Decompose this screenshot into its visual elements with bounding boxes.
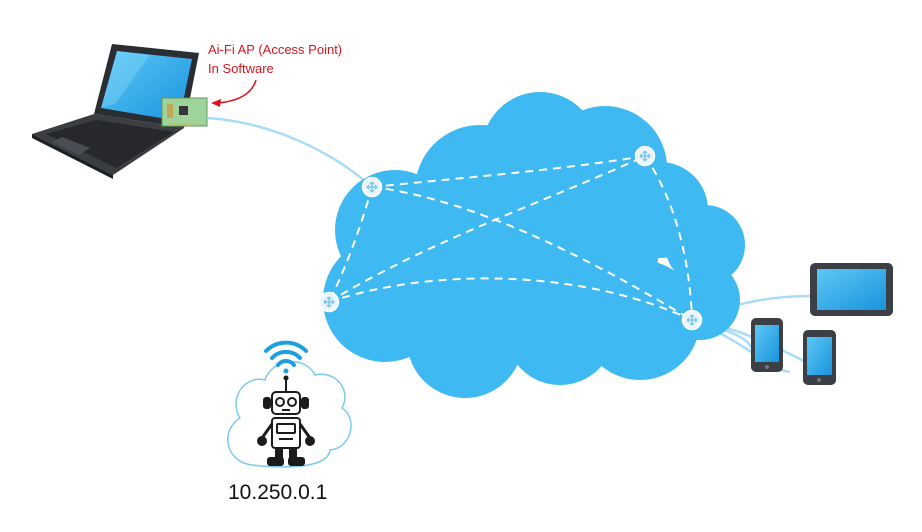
annotation-arrow bbox=[217, 79, 257, 104]
annotation-line-1: Ai-Fi AP (Access Point) bbox=[208, 42, 343, 57]
access-point-annotation: Ai-Fi AP (Access Point) In Software bbox=[208, 40, 342, 78]
tablet-icon bbox=[810, 263, 893, 316]
ip-address-label: 10.250.0.1 bbox=[228, 481, 328, 504]
router-node-icon bbox=[681, 309, 703, 331]
network-card-icon bbox=[161, 97, 208, 127]
wifi-icon bbox=[264, 340, 308, 374]
phone-icon bbox=[751, 318, 783, 372]
robot-icon bbox=[257, 375, 315, 466]
arrowhead bbox=[211, 99, 221, 107]
router-node-icon bbox=[634, 145, 656, 167]
phone-icon bbox=[803, 330, 836, 385]
cloud-icon bbox=[323, 92, 745, 398]
router-node-icon bbox=[318, 291, 340, 313]
annotation-line-2: In Software bbox=[208, 61, 274, 76]
mesh-links bbox=[328, 155, 693, 321]
router-node-icon bbox=[361, 176, 383, 198]
